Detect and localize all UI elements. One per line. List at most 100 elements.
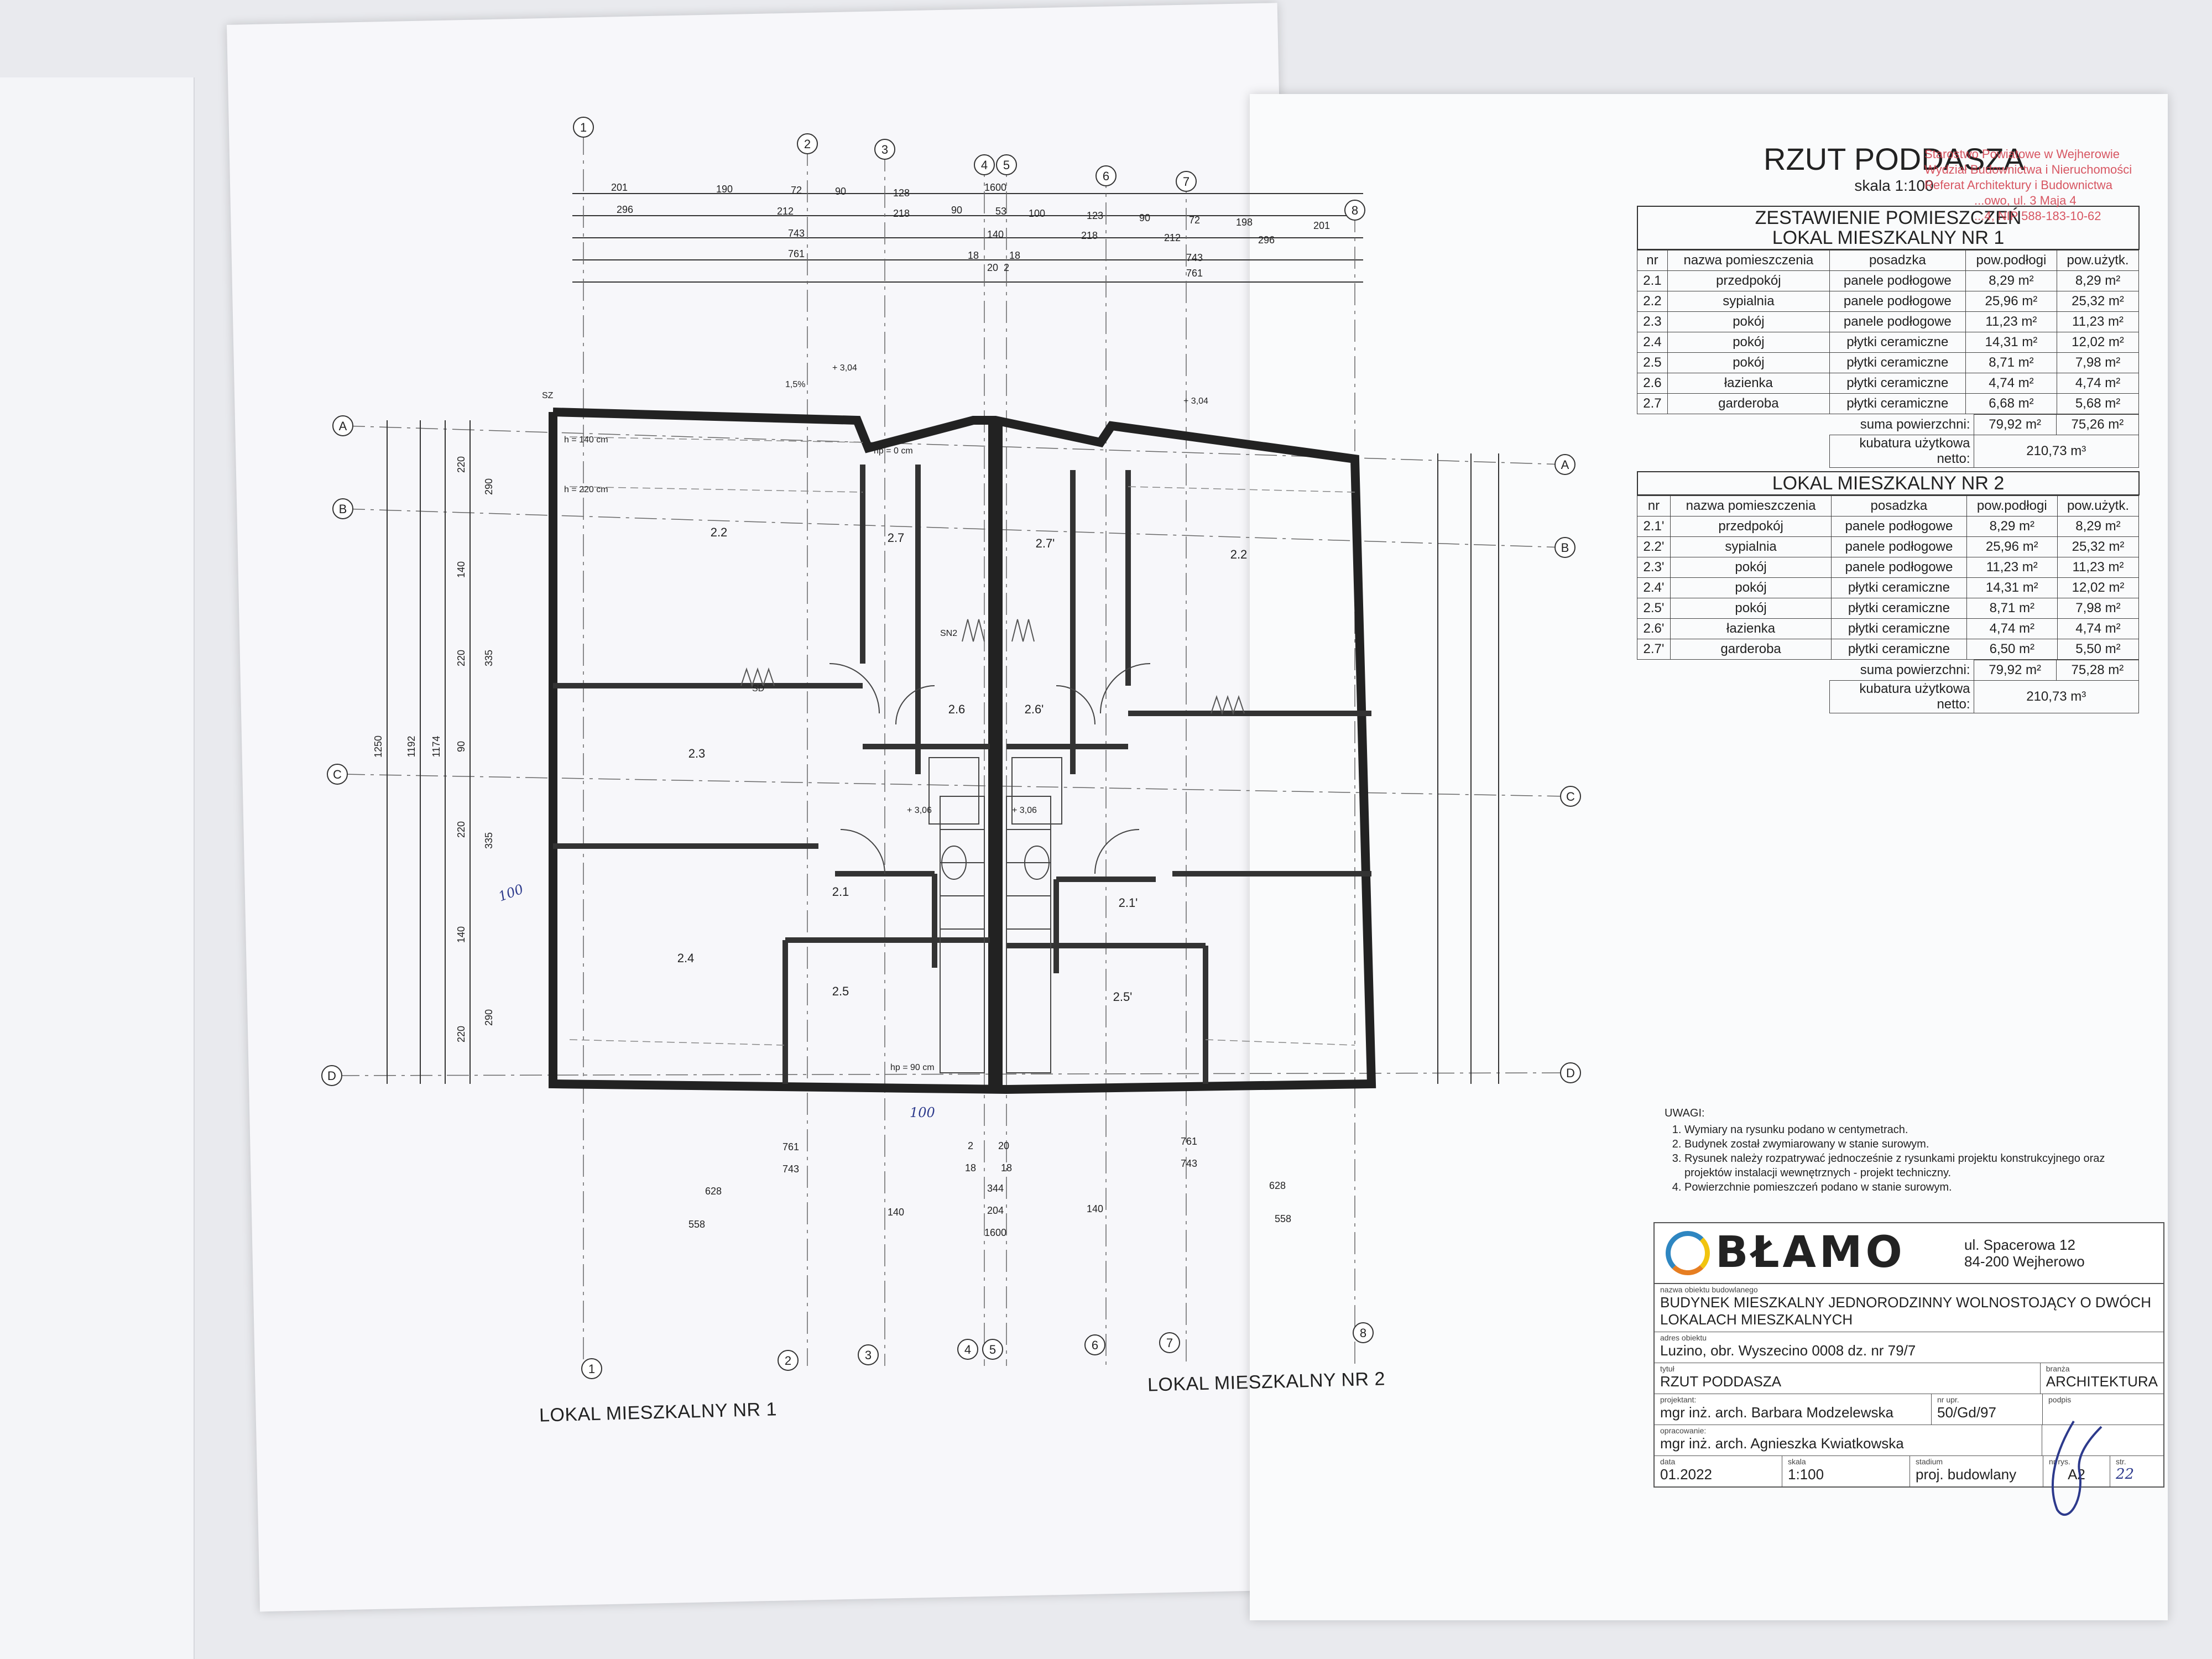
date-caption: data — [1660, 1457, 1676, 1466]
handwritten-signature — [2051, 1420, 2103, 1516]
sum-floor: 79,92 m² — [1973, 660, 2057, 681]
note-item: Wymiary na rysunku podano w centymetrach… — [1684, 1123, 2127, 1137]
dim-text: 72 — [1189, 215, 1200, 226]
table-cell: pokój — [1670, 557, 1832, 578]
unit1-rooms-table: nr nazwa pomieszczenia posadzka pow.podł… — [1637, 250, 2139, 414]
volume-label: kubatura użytkowa netto: — [1829, 435, 1974, 468]
axis-bubble: B — [332, 498, 353, 519]
table-cell: przedpokój — [1667, 270, 1830, 291]
dim-text: 218 — [1081, 230, 1098, 241]
table-cell: płytki ceramiczne — [1829, 373, 1966, 394]
table-cell: 2.2' — [1637, 536, 1671, 557]
room-label: 2.2 — [711, 525, 728, 539]
level-mark: + 3,06 — [1012, 806, 1037, 815]
room-label: 2.6' — [1025, 702, 1044, 716]
dim-text: 140 — [888, 1207, 904, 1218]
title-cell: tytuł RZUT PODDASZA — [1655, 1363, 2041, 1394]
staircase — [940, 796, 1051, 1073]
dim-text: 290 — [483, 478, 494, 495]
axis-label: 3 — [881, 143, 888, 156]
dim-text: 761 — [1186, 268, 1203, 279]
axis-label: 2 — [804, 137, 811, 151]
table-cell: 8,71 m² — [1965, 352, 2058, 373]
table-cell: płytki ceramiczne — [1831, 577, 1967, 598]
license-caption: nr upr. — [1937, 1395, 1959, 1404]
axis-label: B — [339, 502, 347, 516]
blamo-logo-icon — [1666, 1231, 1710, 1275]
page-caption: str. — [2116, 1457, 2126, 1466]
side-dimension-texts: 1250 1192 1174 220 290 140 220 335 90 22… — [373, 456, 494, 1042]
note-item: Budynek został zwymiarowany w stanie sur… — [1684, 1137, 2127, 1151]
table-cell: 2.6' — [1637, 618, 1671, 639]
level-mark: + 3,06 — [907, 806, 932, 815]
signature-caption: podpis — [2048, 1395, 2072, 1404]
dim-text: 743 — [1186, 252, 1203, 263]
col-header: nr — [1637, 250, 1668, 271]
dim-text: 220 — [456, 1026, 467, 1042]
table-cell: 2.2 — [1637, 291, 1668, 312]
unit1-summary: suma powierzchni: 79,92 m² 75,26 m² kuba… — [1829, 414, 2140, 468]
table-cell: 2.1' — [1637, 516, 1671, 537]
unit1-table-heading: ZESTAWIENIE POMIESZCZEŃ LOKAL MIESZKALNY… — [1637, 206, 2140, 250]
unit2-rooms-table: nr nazwa pomieszczenia posadzka pow.podł… — [1637, 495, 2140, 660]
stamp-line: ...owo, ul. 3 Maja 4 — [1974, 194, 2077, 207]
table-cell: panele podłogowe — [1829, 270, 1966, 291]
axis-bubble: 3 — [858, 1344, 879, 1365]
axis-label: 6 — [1103, 169, 1109, 183]
axis-label: 3 — [865, 1348, 872, 1362]
room-label: 2.1 — [832, 885, 849, 899]
object-value: BUDYNEK MIESZKALNY JEDNORODZINNY WOLNOST… — [1660, 1294, 2151, 1328]
dim-text: 20 — [998, 1140, 1009, 1151]
table-cell: 2.7 — [1637, 393, 1668, 414]
axis-label: 8 — [1352, 204, 1358, 217]
dim-text: 140 — [456, 926, 467, 943]
top-dimension-lines — [572, 193, 1363, 283]
dim-text: 212 — [777, 206, 794, 217]
dim-text: 72 — [791, 185, 802, 196]
object-cell: nazwa obiektu budowlanego BUDYNEK MIESZK… — [1655, 1284, 2163, 1332]
table-cell: płytki ceramiczne — [1831, 618, 1967, 639]
col-header: pow.podłogi — [1966, 495, 2058, 517]
company-name: BŁAMO — [1715, 1228, 1906, 1277]
table-cell: 5,68 m² — [2057, 393, 2139, 414]
notes-list: Wymiary na rysunku podano w centymetrach… — [1665, 1123, 2127, 1194]
pen-notes: 100 100 — [496, 881, 935, 1120]
table-cell: 6,50 m² — [1966, 639, 2058, 660]
dim-text: 1600 — [984, 182, 1006, 193]
dim-text: 2 — [968, 1140, 973, 1151]
table-cell: płytki ceramiczne — [1829, 352, 1966, 373]
axis-bubble: 4 — [974, 154, 995, 175]
axis-bubble: A — [332, 415, 353, 436]
roof-slope-lines — [569, 436, 1355, 1046]
dim-text: 290 — [483, 1009, 494, 1026]
dim-text: 296 — [617, 204, 633, 215]
room-label: 2.5' — [1113, 990, 1133, 1004]
stage-cell: stadium proj. budowlany — [1910, 1456, 2043, 1486]
license-value: 50/Gd/97 — [1937, 1404, 1996, 1421]
axis-bubble: 2 — [778, 1350, 799, 1371]
signature-cell: podpis — [2043, 1394, 2163, 1425]
axis-bubble: 8 — [1344, 200, 1365, 221]
axis-label: D — [327, 1069, 336, 1083]
col-header: pow.podłogi — [1965, 250, 2058, 271]
pen-note: 100 — [496, 881, 525, 905]
table-header-row: nr nazwa pomieszczenia posadzka pow.podł… — [1637, 495, 2140, 517]
sum-label: suma powierzchni: — [1829, 660, 1974, 681]
side-dimension-lines — [387, 420, 1499, 1084]
table-cell: sypialnia — [1670, 536, 1832, 557]
dim-text: 201 — [1313, 220, 1330, 231]
dim-text: 1192 — [406, 736, 417, 758]
dim-text: 335 — [483, 832, 494, 849]
dim-text: 743 — [782, 1164, 799, 1175]
sheet-scale: skala 1:100 — [1854, 177, 1934, 194]
dim-text: 18 — [968, 250, 979, 261]
room-labels: 2.2 2.7 2.3 2.6 2.1 2.4 2.5 2.7' 2.2 2.6… — [677, 525, 1248, 1004]
dim-text: 190 — [716, 184, 733, 195]
table-cell: 11,23 m² — [2057, 557, 2140, 578]
page-cell: str. 22 — [2110, 1456, 2163, 1486]
